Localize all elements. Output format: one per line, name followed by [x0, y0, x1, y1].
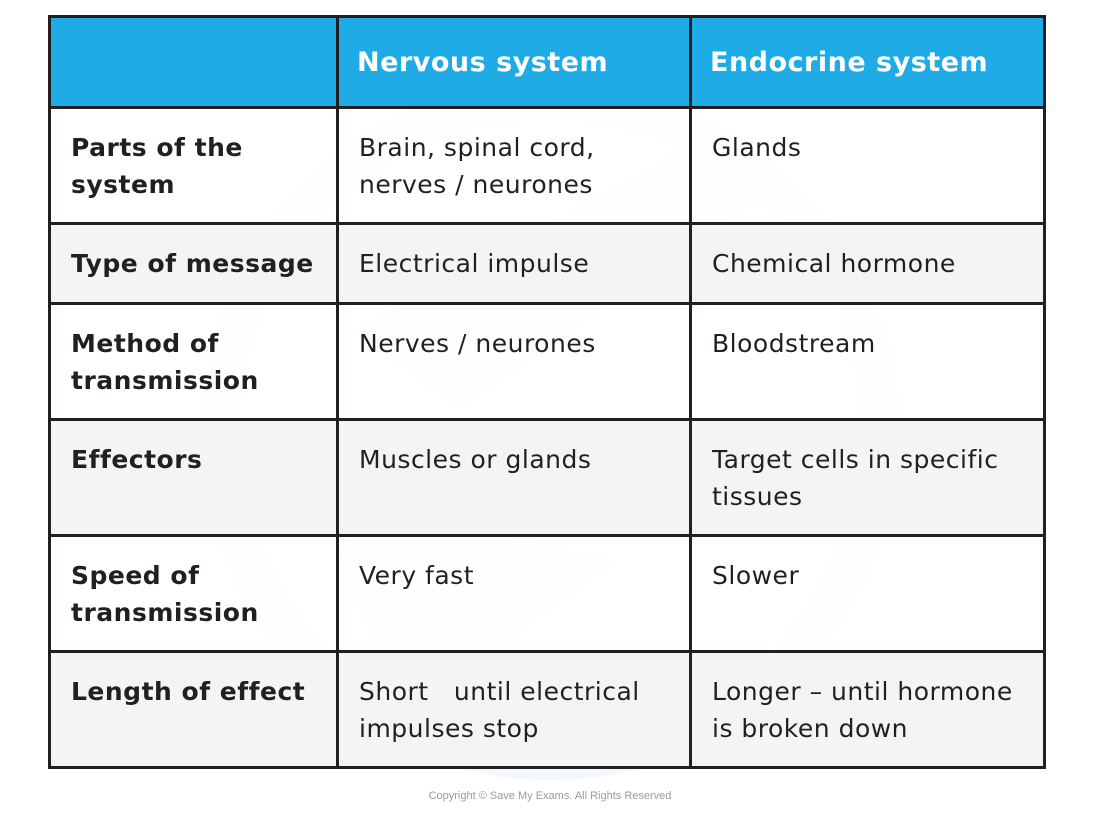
- table-row: Parts of the system Brain, spinal cord, …: [48, 106, 1046, 225]
- endocrine-cell: Longer – until hormone is broken down: [689, 650, 1046, 769]
- endocrine-cell: Target cells in specific tissues: [689, 418, 1046, 537]
- row-label: Speed of transmission: [48, 534, 339, 653]
- header-row: Nervous system Endocrine system: [48, 15, 1046, 109]
- nervous-cell: Short until electrical impulses stop: [336, 650, 692, 769]
- nervous-cell: Electrical impulse: [336, 222, 692, 305]
- header-nervous-system: Nervous system: [336, 15, 692, 109]
- row-label: Length of effect: [48, 650, 339, 769]
- table-row: Type of message Electrical impulse Chemi…: [48, 222, 1046, 305]
- row-label: Parts of the system: [48, 106, 339, 225]
- row-label: Type of message: [48, 222, 339, 305]
- comparison-table: Nervous system Endocrine system Parts of…: [48, 15, 1046, 769]
- row-label: Method of transmission: [48, 302, 339, 421]
- table-row: Speed of transmission Very fast Slower: [48, 534, 1046, 653]
- table-row: Length of effect Short until electrical …: [48, 650, 1046, 769]
- nervous-cell: Muscles or glands: [336, 418, 692, 537]
- header-empty: [48, 15, 339, 109]
- endocrine-cell: Chemical hormone: [689, 222, 1046, 305]
- endocrine-cell: Bloodstream: [689, 302, 1046, 421]
- nervous-cell: Brain, spinal cord, nerves / neurones: [336, 106, 692, 225]
- copyright-notice: Copyright © Save My Exams. All Rights Re…: [428, 790, 672, 802]
- row-label: Effectors: [48, 418, 339, 537]
- nervous-cell: Very fast: [336, 534, 692, 653]
- nervous-cell: Nerves / neurones: [336, 302, 692, 421]
- header-endocrine-system: Endocrine system: [689, 15, 1046, 109]
- endocrine-cell: Slower: [689, 534, 1046, 653]
- endocrine-cell: Glands: [689, 106, 1046, 225]
- table-row: Effectors Muscles or glands Target cells…: [48, 418, 1046, 537]
- table-row: Method of transmission Nerves / neurones…: [48, 302, 1046, 421]
